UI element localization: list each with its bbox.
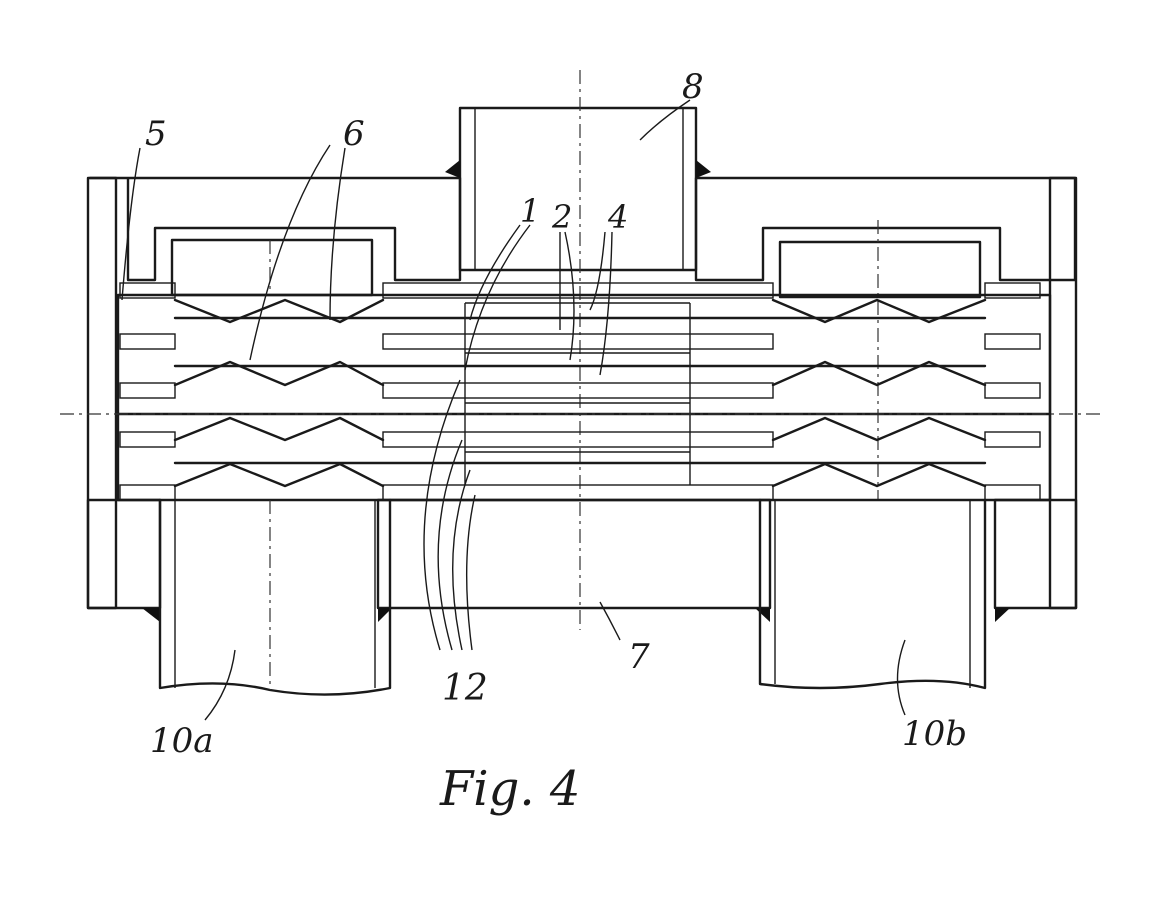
plates <box>118 303 1050 485</box>
bottom-pipes <box>160 500 985 695</box>
label-1: 1 <box>520 192 540 230</box>
figure-caption: Fig. 4 <box>439 761 580 817</box>
label-12: 12 <box>442 668 488 709</box>
labels: 8 5 6 1 2 4 7 12 10a 10b Fig. 4 <box>145 67 967 817</box>
leader-lines <box>122 100 905 720</box>
springs-left <box>175 300 383 486</box>
label-6: 6 <box>343 114 365 154</box>
label-8: 8 <box>682 67 704 107</box>
label-10b: 10b <box>902 714 967 754</box>
label-7: 7 <box>628 637 650 677</box>
upper-chambers <box>172 220 980 500</box>
label-4: 4 <box>607 198 628 236</box>
housing <box>88 160 1076 622</box>
label-2: 2 <box>551 198 572 236</box>
label-10a: 10a <box>150 721 214 761</box>
top-pipe <box>460 70 696 630</box>
label-5: 5 <box>145 114 167 154</box>
springs-right <box>773 300 985 486</box>
